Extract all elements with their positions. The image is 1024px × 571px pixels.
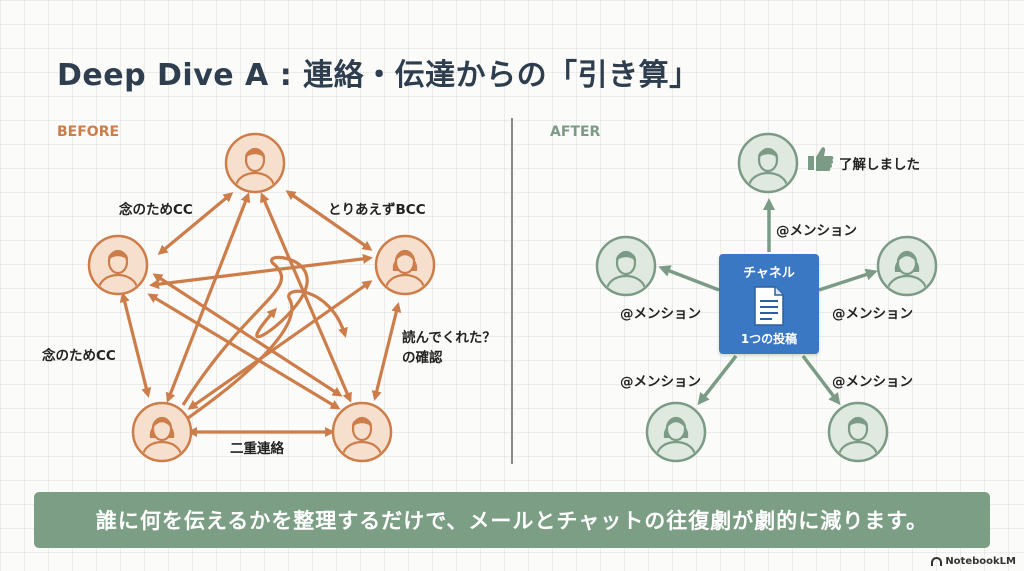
before-connections [119,190,402,437]
after-person-right-icon [876,235,938,297]
after-reaction-text: 了解しました [839,157,920,173]
after-person-left-icon [595,235,657,297]
before-person-top-icon [224,132,286,194]
edge-to-bottomright [801,354,841,406]
edge-to-right [818,268,878,292]
after-connections [658,198,878,406]
before-annotation-read-2: の確認 [402,350,443,366]
channel-subtitle: 1つの投稿 [740,332,798,346]
before-person-right-icon [374,234,436,296]
page-title: Deep Dive A : 連絡・伝達からの「引き算」 [57,58,700,93]
edge-tangle [181,255,309,406]
edge-left-right [149,253,373,290]
after-person-bottomright-icon [827,401,889,463]
before-annotation-cc-1: 念のためCC [119,202,193,218]
edge-left-bottomright [147,293,341,410]
before-label: BEFORE [57,124,120,140]
thumbs-up-icon [808,147,834,171]
before-annotation-cc-2: 念のためCC [42,348,116,364]
document-icon [754,286,784,326]
before-annotation-double: 二重連絡 [230,441,284,457]
summary-banner: 誰に何を伝えるかを整理するだけで、メールとチャットの往復劇が劇的に減ります。 [34,492,990,548]
edge-right-bottomright [371,302,402,401]
notebooklm-logo-icon [931,557,943,566]
channel-title: チャネル [743,266,795,281]
after-mention-top: @メンション [776,223,857,239]
edge-right-bottomleft [187,280,373,410]
before-person-bottomleft-icon [131,401,193,463]
edge-to-left [658,265,720,292]
after-person-bottomleft-icon [645,401,707,463]
after-mention-bottomright: @メンション [832,374,913,390]
before-person-left-icon [87,234,149,296]
after-label: AFTER [550,124,601,140]
section-divider [511,118,513,464]
edge-to-bottomleft [697,354,738,406]
edge-left-bottomleft [119,292,152,398]
before-person-bottomright-icon [331,401,393,463]
brand-name: NotebookLM [945,556,1016,567]
after-mention-left: @メンション [620,306,701,322]
after-person-top-icon [737,132,799,194]
after-mention-right: @メンション [832,306,913,322]
edge-left-bottomright-2 [152,273,343,397]
after-mention-bottomleft: @メンション [620,374,701,390]
before-annotation-read-1: 読んでくれた？ [402,330,496,346]
before-annotation-bcc: とりあえずBCC [328,202,426,218]
edge-tangle-2 [187,289,348,420]
channel-box: チャネル 1つの投稿 [719,254,819,354]
brand-watermark: NotebookLM [931,556,1016,567]
